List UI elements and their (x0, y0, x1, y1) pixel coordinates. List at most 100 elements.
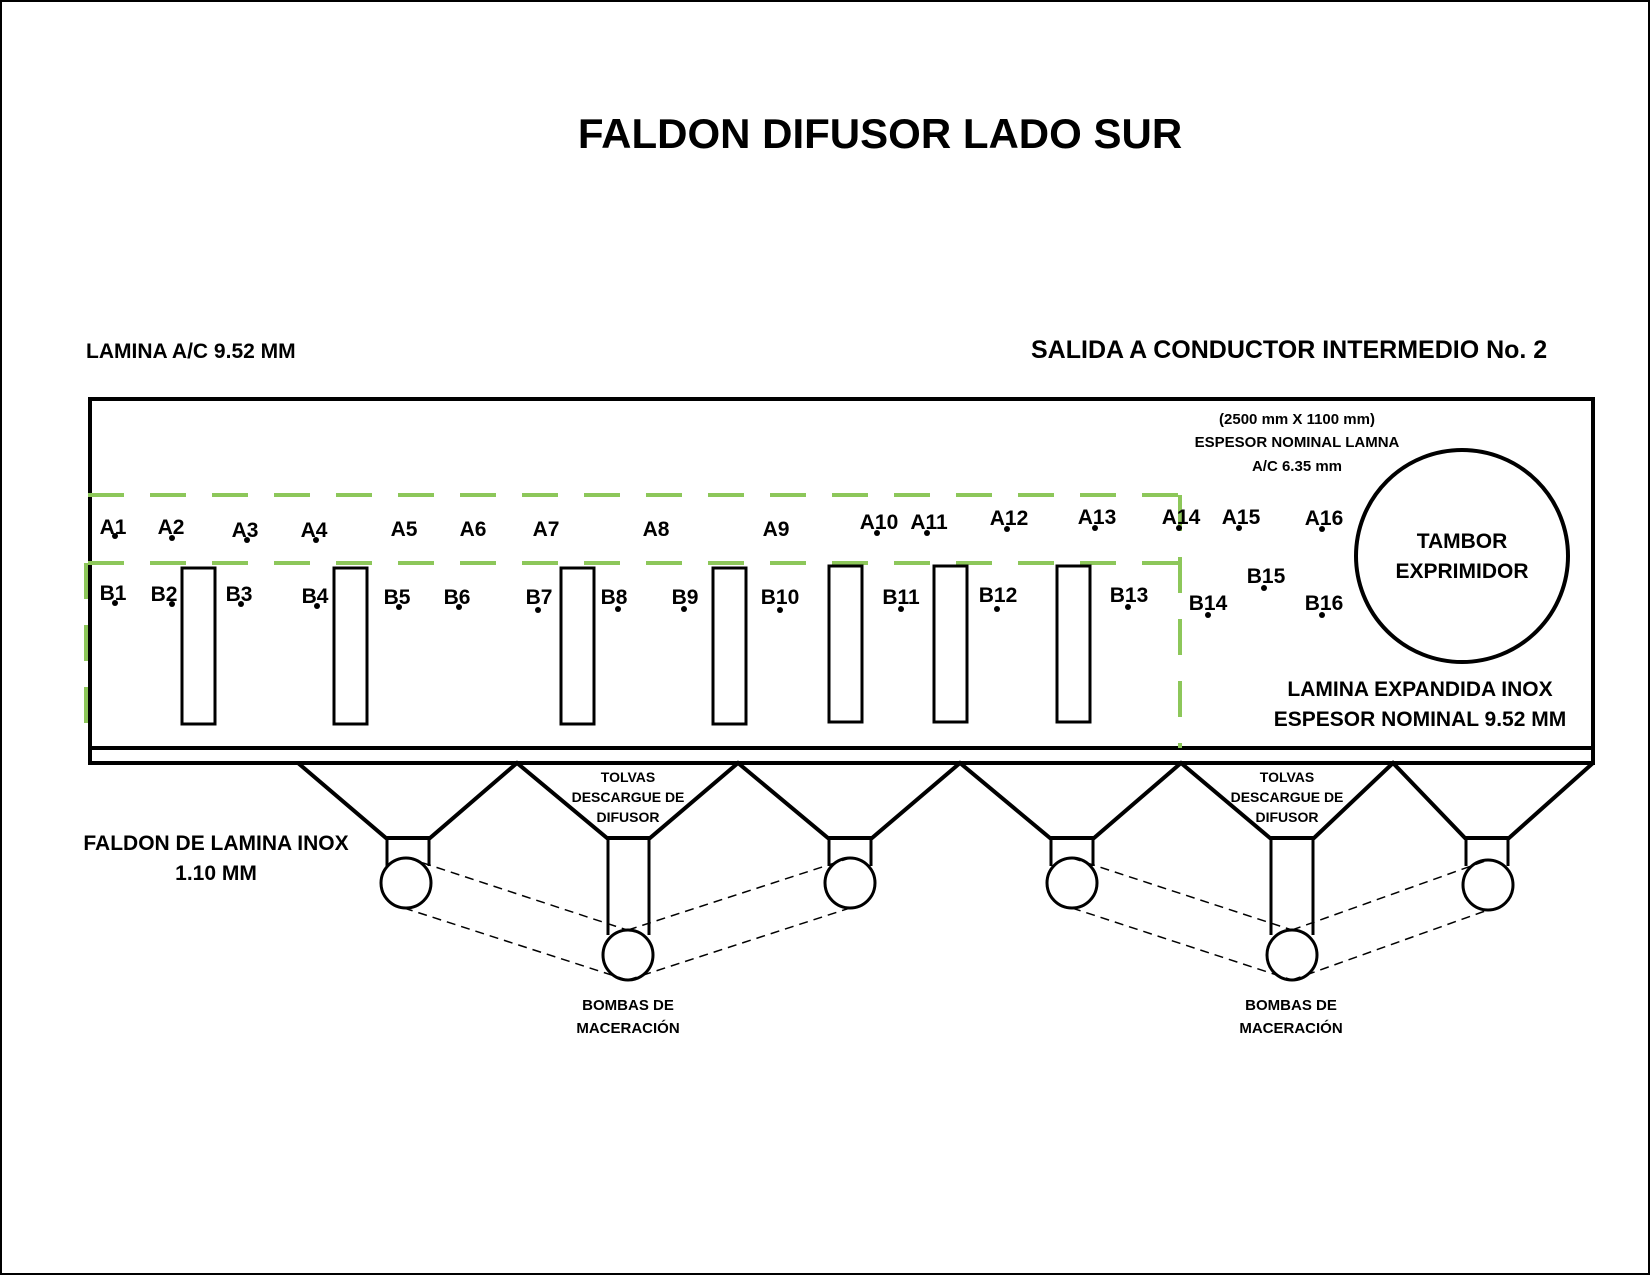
point-dot (1319, 526, 1325, 532)
label-tolvas: DIFUSOR (597, 809, 660, 825)
label-faldon: FALDON DE LAMINA INOX (83, 832, 348, 855)
hopper-outline (296, 760, 1595, 840)
label-tambor: TAMBOR (1417, 530, 1508, 553)
points-row-a: A1 A2 A3 A4 A5 A6 A7 A8 A9 A10 A11 A12 A… (100, 506, 1344, 543)
point-label: A5 (391, 518, 418, 541)
point-dot (898, 606, 904, 612)
point-dot (112, 600, 118, 606)
point-dot (1261, 585, 1267, 591)
point-dot (169, 601, 175, 607)
point-dot (244, 537, 250, 543)
label-maceracion: MACERACIÓN (1239, 1019, 1342, 1037)
pumps (379, 856, 1515, 982)
label-dimensions: (2500 mm X 1100 mm) (1219, 411, 1375, 428)
pump (601, 928, 655, 982)
label-exprimidor: EXPRIMIDOR (1395, 560, 1528, 583)
point-dot (1319, 612, 1325, 618)
pump-connections (403, 857, 1489, 981)
point-label: B10 (761, 586, 800, 609)
measurement-zone (84, 493, 1182, 748)
point-dot (535, 607, 541, 613)
pump (379, 856, 433, 910)
point-label: A13 (1078, 506, 1117, 529)
point-label: B13 (1110, 584, 1149, 607)
slot (332, 566, 369, 726)
label-tolvas: DESCARGUE DE (572, 789, 685, 805)
slot (932, 564, 969, 724)
label-bombas: BOMBAS DE (1245, 997, 1337, 1014)
point-label: A1 (100, 516, 127, 539)
point-dot (1176, 525, 1182, 531)
point-dot (313, 537, 319, 543)
point-label: B9 (672, 586, 699, 609)
point-label: B8 (601, 586, 628, 609)
point-dot (396, 604, 402, 610)
point-dot (1236, 525, 1242, 531)
label-faldon-thickness: 1.10 MM (175, 862, 257, 885)
point-dot (874, 530, 880, 536)
label-maceracion: MACERACIÓN (576, 1019, 679, 1037)
faldon-strip (88, 746, 1595, 765)
point-label: B3 (226, 583, 253, 606)
pump (823, 856, 877, 910)
slots (180, 564, 1092, 726)
slot (180, 566, 217, 726)
tambor-exprimidor (1354, 448, 1570, 664)
label-lamina-ac: LAMINA A/C 9.52 MM (86, 340, 296, 363)
page-title: FALDON DIFUSOR LADO SUR (578, 110, 1182, 157)
point-label: A16 (1305, 507, 1344, 530)
point-dot (1205, 612, 1211, 618)
slot (1055, 564, 1092, 724)
point-label: B11 (882, 586, 920, 609)
pump (1045, 856, 1099, 910)
point-label: B7 (526, 586, 553, 609)
label-tolvas: TOLVAS (1260, 769, 1314, 785)
point-dot (112, 533, 118, 539)
point-label: A11 (910, 511, 948, 534)
point-label: A4 (301, 519, 328, 542)
label-thickness-value: A/C 6.35 mm (1252, 458, 1342, 475)
point-label: A14 (1162, 506, 1201, 529)
hopper-pipes (385, 838, 1510, 935)
point-dot (681, 606, 687, 612)
point-label: A12 (990, 507, 1029, 530)
slot (827, 564, 864, 724)
point-dot (1004, 526, 1010, 532)
point-label: B1 (100, 582, 127, 605)
point-label: B5 (384, 586, 411, 609)
point-label: B2 (151, 583, 178, 606)
slot (559, 566, 596, 726)
point-label: B15 (1247, 565, 1286, 588)
point-dot (456, 604, 462, 610)
point-label: A9 (763, 518, 790, 541)
point-label: A3 (232, 519, 259, 542)
point-dot (615, 606, 621, 612)
point-label: A2 (158, 516, 185, 539)
label-bombas: BOMBAS DE (582, 997, 674, 1014)
label-lamina-expandida: LAMINA EXPANDIDA INOX (1287, 678, 1552, 701)
point-label: A7 (533, 518, 560, 541)
point-label: B6 (444, 586, 471, 609)
point-dot (238, 601, 244, 607)
label-thickness: ESPESOR NOMINAL LAMNA (1195, 434, 1400, 451)
label-tolvas: DIFUSOR (1256, 809, 1319, 825)
label-salida: SALIDA A CONDUCTOR INTERMEDIO No. 2 (1031, 336, 1547, 364)
point-dot (314, 603, 320, 609)
point-label: B4 (302, 585, 329, 608)
point-label: A6 (460, 518, 487, 541)
pump (1461, 858, 1515, 912)
point-label: A15 (1222, 506, 1261, 529)
point-dot (169, 535, 175, 541)
point-label: A8 (643, 518, 670, 541)
point-dot (924, 530, 930, 536)
point-dot (994, 606, 1000, 612)
pump (1265, 928, 1319, 982)
point-dot (1092, 525, 1098, 531)
label-tolvas: DESCARGUE DE (1231, 789, 1344, 805)
points-row-b: B1 B2 B3 B4 B5 B6 B7 B8 B9 B10 B11 B12 B… (100, 565, 1343, 618)
point-label: B12 (979, 584, 1018, 607)
point-dot (777, 607, 783, 613)
point-dot (1125, 604, 1131, 610)
